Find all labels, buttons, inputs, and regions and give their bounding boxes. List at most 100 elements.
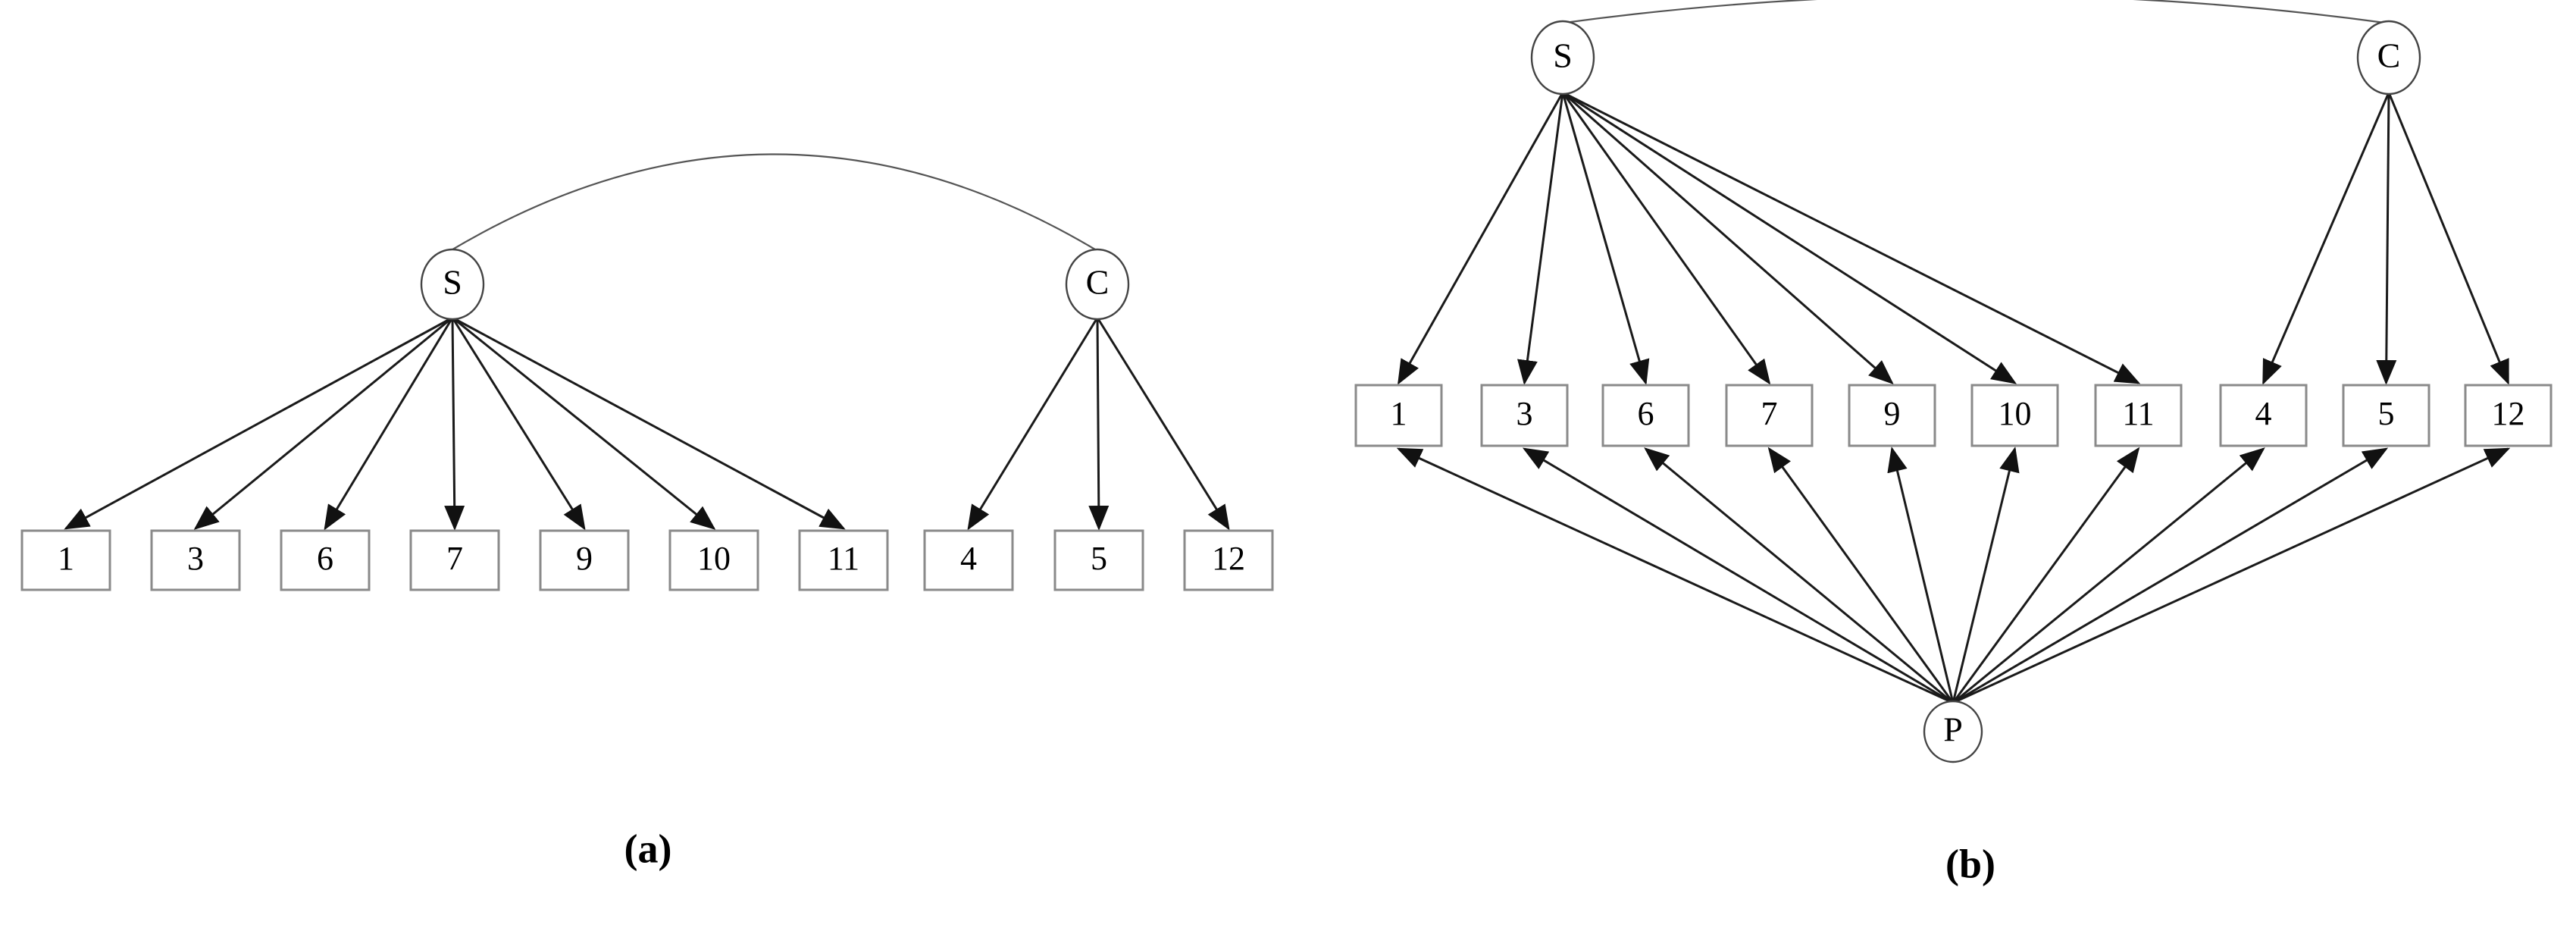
edge-c-to-box-5 (2376, 92, 2397, 385)
box-node-1[interactable]: 1 (20, 529, 111, 591)
edge-s-to-c-curve (448, 153, 1100, 252)
box-label-9: 9 (1884, 395, 1901, 432)
circle-shape-C[interactable] (1065, 248, 1130, 321)
circle-node-S[interactable]: S (420, 248, 485, 321)
box-label-12: 12 (1212, 540, 1245, 577)
box-rect-5[interactable] (2342, 384, 2430, 447)
box-label-5: 5 (1091, 540, 1107, 577)
box-rect-5[interactable] (1053, 529, 1144, 591)
box-node-6[interactable]: 6 (280, 529, 371, 591)
circle-shape-S[interactable] (1530, 20, 1595, 96)
edge-s-to-box-11 (452, 316, 846, 530)
circle-shape-C[interactable] (2356, 20, 2421, 96)
box-node-6[interactable]: 6 (1601, 384, 1690, 447)
circle-node-P[interactable]: P (1923, 700, 1983, 763)
box-rect-6[interactable] (280, 529, 371, 591)
edge-c-to-box-12 (2387, 92, 2509, 385)
box-node-11[interactable]: 11 (2094, 384, 2183, 447)
circle-label-S: S (1553, 36, 1573, 75)
box-node-9[interactable]: 9 (539, 529, 630, 591)
edge-c-to-box-5 (1088, 317, 1110, 531)
box-label-10: 10 (1999, 395, 2032, 432)
edge-s-to-box-1 (1398, 92, 1564, 385)
edge-s-to-box-6 (1561, 92, 1650, 385)
circle-node-S[interactable]: S (1530, 20, 1595, 96)
edge-p-to-box-3 (1522, 447, 1954, 704)
box-node-7[interactable]: 7 (409, 529, 500, 591)
edge-s-to-box-3 (1517, 92, 1564, 385)
box-node-9[interactable]: 9 (1848, 384, 1936, 447)
box-label-4: 4 (960, 540, 977, 577)
box-label-6: 6 (317, 540, 333, 577)
box-rect-10[interactable] (1970, 384, 2059, 447)
edge-s-to-box-1 (64, 316, 453, 530)
box-rect-9[interactable] (1848, 384, 1936, 447)
box-node-4[interactable]: 4 (923, 529, 1014, 591)
box-node-12[interactable]: 12 (1183, 529, 1274, 591)
box-rect-4[interactable] (2219, 384, 2308, 447)
circle-node-C[interactable]: C (1065, 248, 1130, 321)
box-rect-12[interactable] (1183, 529, 1274, 591)
circle-label-C: C (2377, 36, 2401, 75)
box-rect-9[interactable] (539, 529, 630, 591)
box-rect-12[interactable] (2464, 384, 2553, 447)
edge-s-to-box-7 (444, 317, 465, 531)
box-rect-1[interactable] (1354, 384, 1443, 447)
circle-label-C: C (1086, 263, 1110, 302)
box-rect-1[interactable] (20, 529, 111, 591)
box-rect-6[interactable] (1601, 384, 1690, 447)
box-node-10[interactable]: 10 (1970, 384, 2059, 447)
edge-p-to-box-6 (1644, 447, 1954, 704)
edge-s-to-c-curve (1558, 0, 2391, 25)
box-node-7[interactable]: 7 (1725, 384, 1814, 447)
box-node-3[interactable]: 3 (150, 529, 241, 591)
box-label-11: 11 (2122, 395, 2154, 432)
box-node-11[interactable]: 11 (798, 529, 889, 591)
edge-p-to-box-4 (1952, 447, 2265, 704)
box-rect-3[interactable] (1480, 384, 1569, 447)
circle-shape-P[interactable] (1923, 700, 1983, 763)
edge-s-to-box-10 (1562, 91, 2017, 384)
box-node-1[interactable]: 1 (1354, 384, 1443, 447)
box-label-9: 9 (576, 540, 593, 577)
edge-s-to-box-10 (452, 316, 716, 530)
box-label-1: 1 (1391, 395, 1407, 432)
box-rect-4[interactable] (923, 529, 1014, 591)
edge-p-to-box-9 (1887, 447, 1955, 704)
edge-p-to-box-11 (1952, 447, 2140, 704)
circle-node-C[interactable]: C (2356, 20, 2421, 96)
box-node-5[interactable]: 5 (2342, 384, 2430, 447)
box-rect-11[interactable] (798, 529, 889, 591)
box-rect-7[interactable] (409, 529, 500, 591)
box-rect-11[interactable] (2094, 384, 2183, 447)
box-node-10[interactable]: 10 (668, 529, 759, 591)
box-label-7: 7 (1761, 395, 1778, 432)
box-label-4: 4 (2255, 395, 2272, 432)
box-node-12[interactable]: 12 (2464, 384, 2553, 447)
box-node-4[interactable]: 4 (2219, 384, 2308, 447)
panel-caption-b: (b) (1945, 841, 1995, 886)
box-label-5: 5 (2378, 395, 2395, 432)
edge-p-to-box-12 (1952, 447, 2511, 704)
box-rect-10[interactable] (668, 529, 759, 591)
edge-s-to-box-11 (1562, 91, 2141, 384)
box-rect-7[interactable] (1725, 384, 1814, 447)
circle-label-S: S (443, 263, 462, 302)
edge-s-to-box-6 (324, 317, 454, 531)
box-node-5[interactable]: 5 (1053, 529, 1144, 591)
box-label-12: 12 (2492, 395, 2525, 432)
box-rect-3[interactable] (150, 529, 241, 591)
panel-b: 1 3 6 7 9 10 11 4 5 12 S C P (b) (1354, 0, 2553, 886)
edge-s-to-box-9 (451, 317, 586, 531)
edge-p-to-box-7 (1767, 447, 1955, 704)
panel-caption-a: (a) (624, 826, 672, 871)
box-label-3: 3 (1516, 395, 1533, 432)
circle-shape-S[interactable] (420, 248, 485, 321)
circle-label-P: P (1943, 710, 1963, 749)
edge-p-to-box-10 (1952, 447, 2020, 704)
edge-p-to-box-1 (1396, 447, 1954, 704)
edge-s-to-box-7 (1561, 92, 1771, 385)
box-node-3[interactable]: 3 (1480, 384, 1569, 447)
